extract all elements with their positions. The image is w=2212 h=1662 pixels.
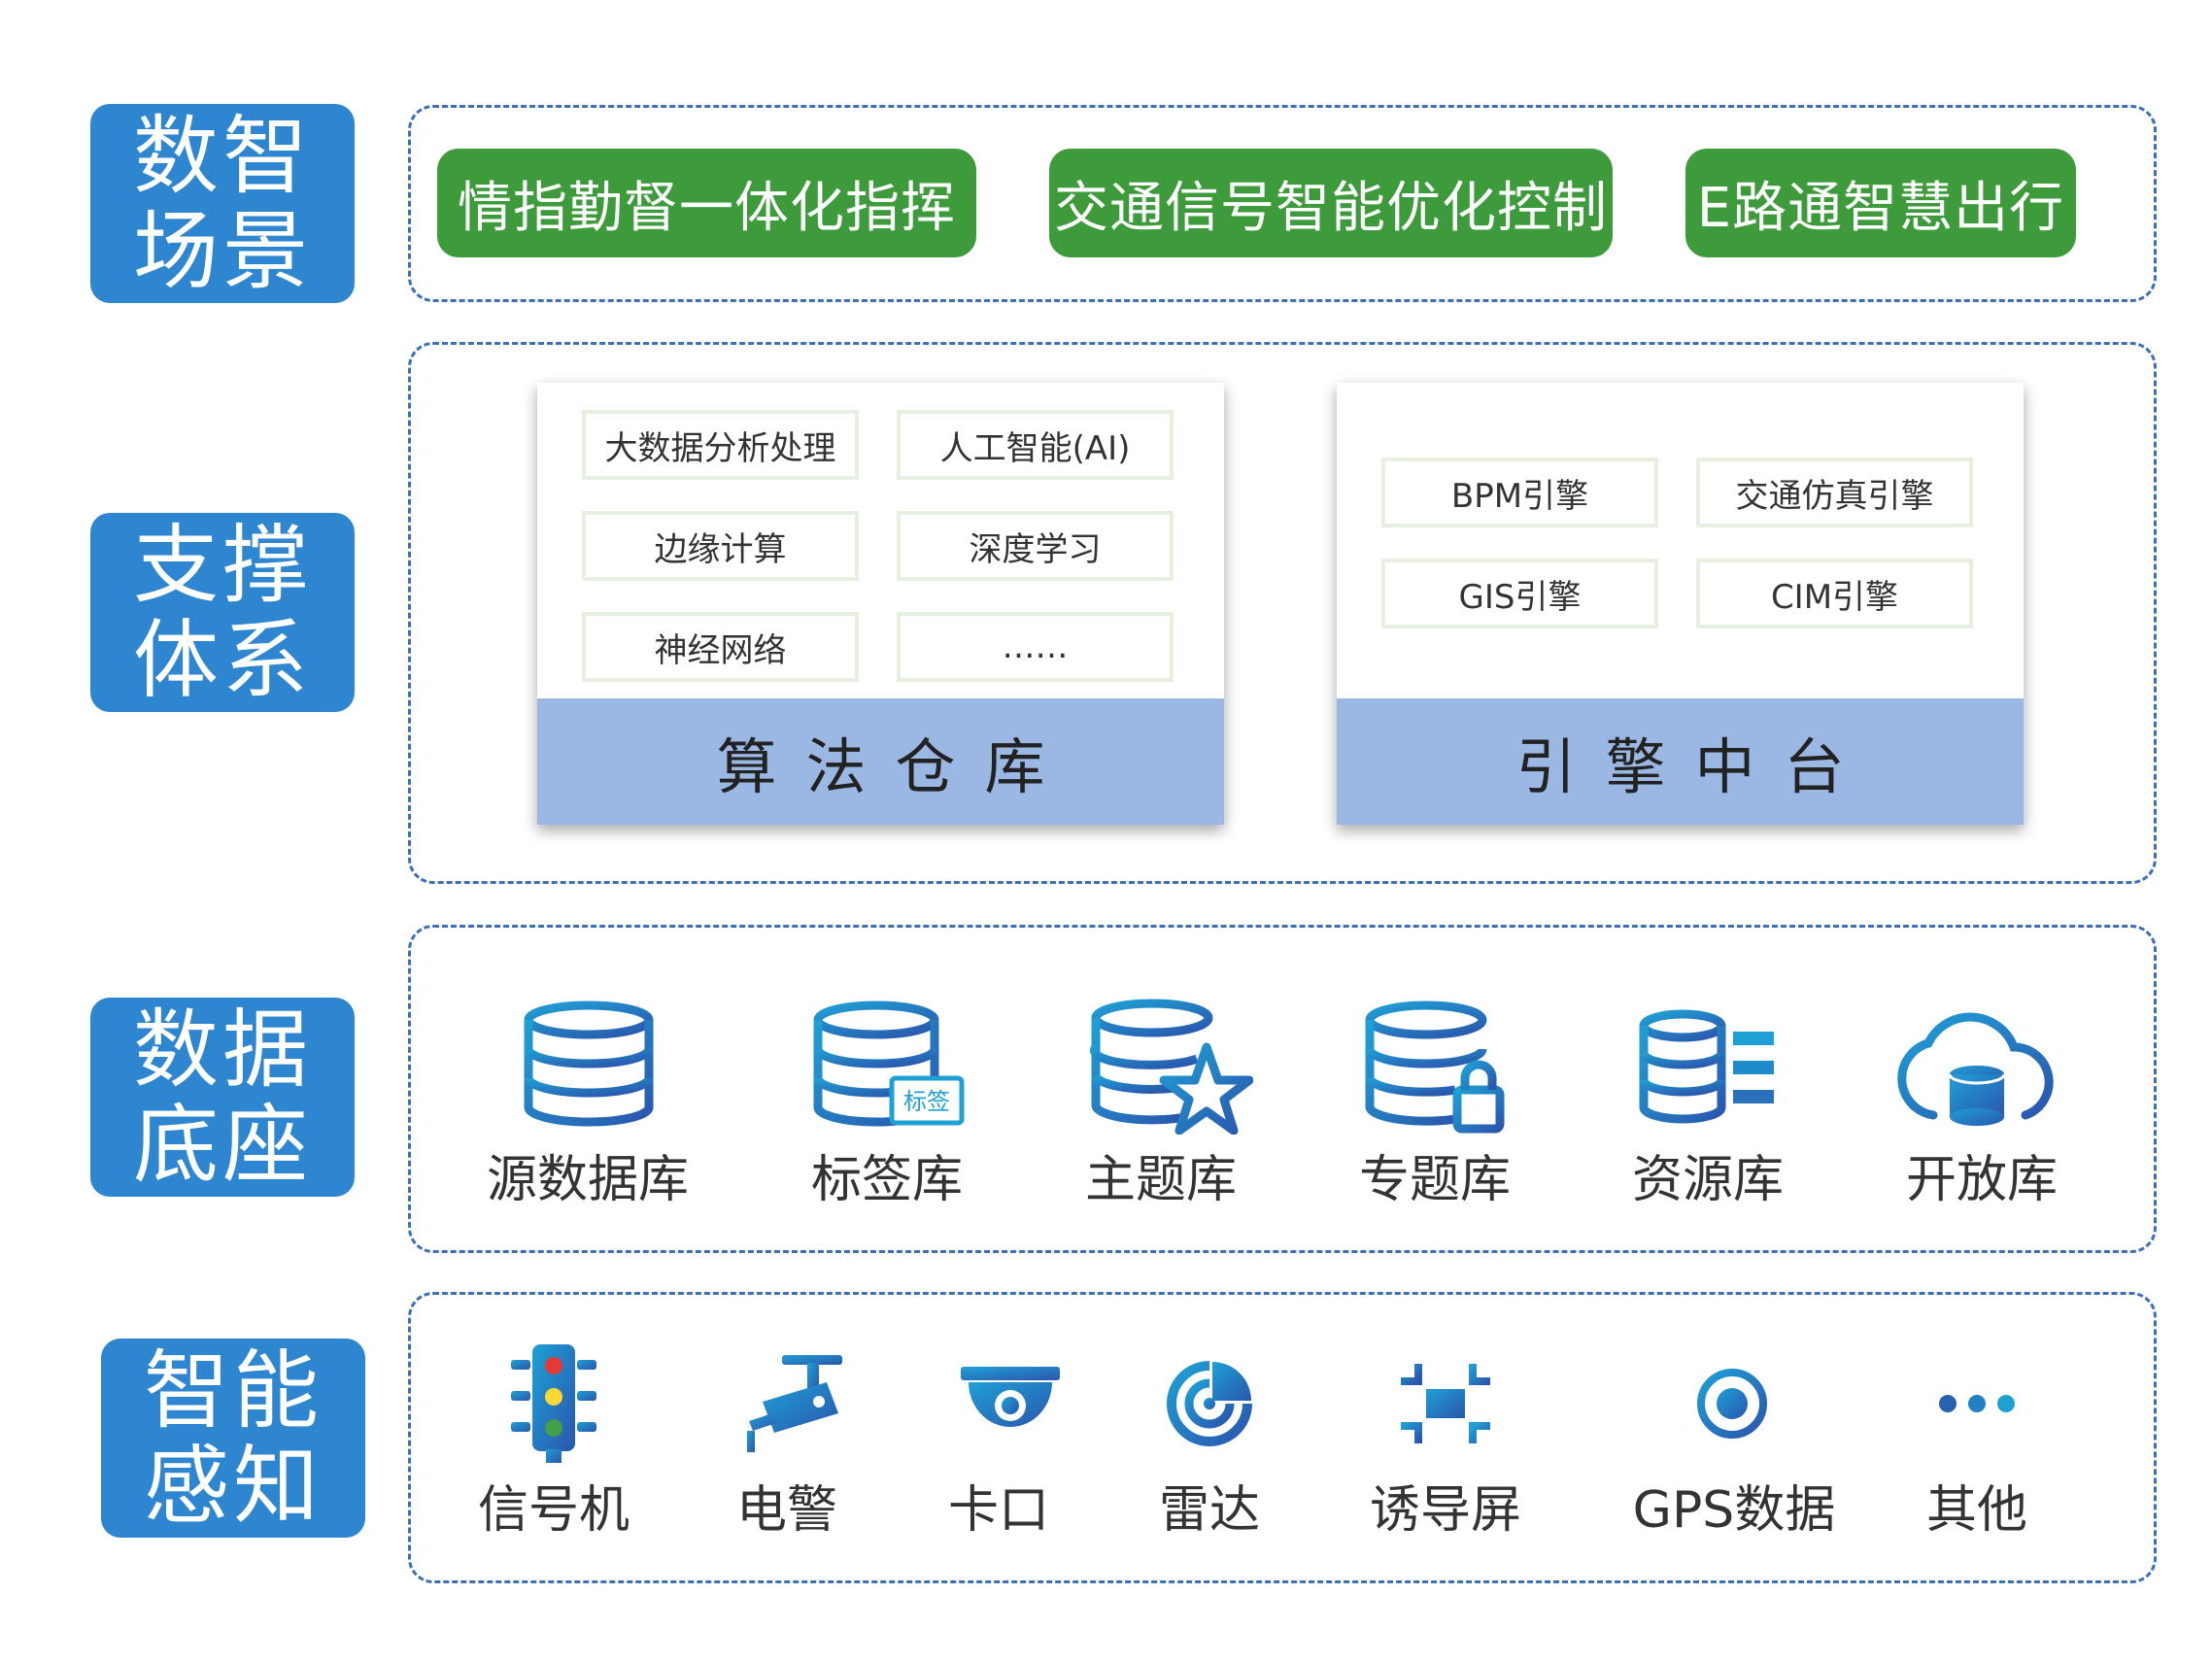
sensor-label: 诱导屏 — [1369, 1481, 1521, 1540]
layer-label-line: 支撑 — [132, 514, 312, 615]
star-database-icon[interactable] — [1088, 999, 1253, 1135]
scenario-signal-control[interactable]: 交通信号智能优化控制 — [1049, 149, 1613, 257]
database-label: 标签库 — [810, 1151, 963, 1209]
layer-label-line: 场景 — [132, 200, 312, 301]
engine-cell[interactable]: GIS引擎 — [1381, 559, 1658, 628]
support-container — [408, 342, 2157, 884]
sensor-label: 雷达 — [1158, 1481, 1260, 1540]
algorithm-cell[interactable]: 神经网络 — [582, 612, 859, 682]
database-icon[interactable] — [521, 1001, 657, 1127]
tag-badge-text: 标签 — [903, 1088, 950, 1115]
database-label: 开放库 — [1905, 1151, 2058, 1209]
layer-label-line: 底座 — [132, 1094, 312, 1195]
layer-label-support: 支撑 体系 — [90, 513, 355, 712]
sensor-label: 卡口 — [947, 1481, 1049, 1540]
cloud-database-icon[interactable] — [1889, 1010, 2055, 1127]
layer-label-line: 数智 — [132, 105, 312, 206]
surveillance-camera-icon[interactable] — [743, 1353, 850, 1455]
sense-container — [408, 1292, 2157, 1583]
tag-database-icon[interactable]: 标签 — [810, 1001, 966, 1127]
sensor-label: 电警 — [735, 1481, 837, 1540]
algorithm-cell[interactable]: …… — [897, 612, 1174, 682]
lock-database-icon[interactable] — [1362, 1001, 1508, 1136]
algorithm-warehouse-title: 算法仓库 — [537, 698, 1224, 825]
scenario-e-road[interactable]: E路通智慧出行 — [1685, 149, 2076, 257]
layer-label-scene: 数智 场景 — [90, 104, 355, 303]
scenario-command[interactable]: 情指勤督一体化指挥 — [437, 149, 976, 257]
layer-label-line: 智能 — [143, 1340, 323, 1441]
layer-label-sense: 智能 感知 — [101, 1339, 365, 1538]
scene-container — [408, 105, 2157, 302]
algorithm-cell[interactable]: 深度学习 — [897, 511, 1174, 581]
radar-icon[interactable] — [1166, 1360, 1253, 1447]
database-label: 专题库 — [1358, 1151, 1511, 1209]
engine-platform-panel: BPM引擎 交通仿真引擎 GIS引擎 CIM引擎 引擎中台 — [1337, 383, 2024, 825]
algorithm-cell[interactable]: 大数据分析处理 — [582, 410, 859, 480]
sensor-label: GPS数据 — [1632, 1481, 1836, 1540]
engine-cell[interactable]: 交通仿真引擎 — [1696, 458, 1973, 527]
dome-camera-icon[interactable] — [957, 1365, 1064, 1444]
gps-target-icon[interactable] — [1684, 1355, 1781, 1452]
sensor-label: 信号机 — [477, 1481, 630, 1540]
algorithm-warehouse-panel: 大数据分析处理 人工智能(AI) 边缘计算 深度学习 神经网络 …… 算法仓库 — [537, 383, 1224, 825]
engine-platform-title: 引擎中台 — [1337, 698, 2024, 825]
engine-cell[interactable]: CIM引擎 — [1696, 559, 1973, 628]
database-label: 主题库 — [1084, 1151, 1237, 1209]
layer-label-line: 体系 — [132, 609, 312, 710]
algorithm-cell[interactable]: 人工智能(AI) — [897, 410, 1174, 480]
traffic-light-icon[interactable] — [505, 1342, 602, 1464]
engine-cell[interactable]: BPM引擎 — [1381, 458, 1658, 527]
database-label: 资源库 — [1631, 1151, 1784, 1209]
layer-label-base: 数据 底座 — [90, 998, 355, 1197]
guidance-screen-icon[interactable] — [1397, 1360, 1494, 1447]
more-dots-icon[interactable] — [1933, 1389, 2021, 1418]
base-container — [408, 925, 2157, 1253]
resource-database-icon[interactable] — [1638, 1008, 1784, 1125]
layer-label-line: 感知 — [143, 1435, 323, 1536]
database-label: 源数据库 — [486, 1151, 689, 1209]
sensor-label: 其他 — [1925, 1481, 2027, 1540]
layer-label-line: 数据 — [132, 999, 312, 1100]
algorithm-cell[interactable]: 边缘计算 — [582, 511, 859, 581]
